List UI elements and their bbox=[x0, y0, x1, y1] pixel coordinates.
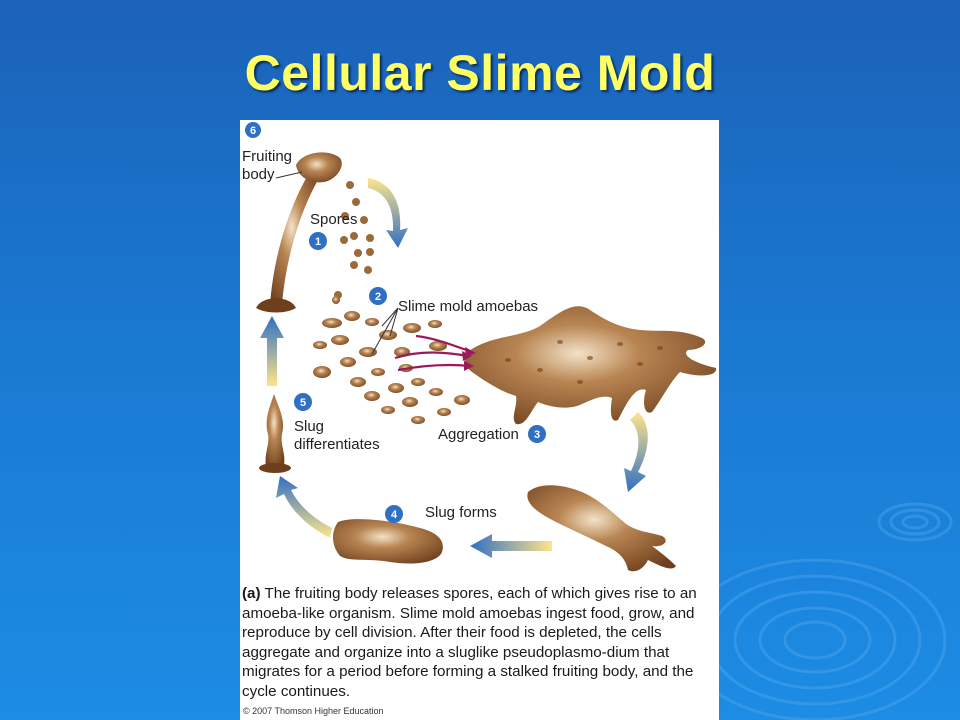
life-cycle-diagram: 6 1 2 3 4 5 bbox=[245, 122, 717, 572]
arrow-differentiate-to-fruiting bbox=[260, 316, 284, 386]
svg-text:4: 4 bbox=[391, 509, 398, 521]
slug-differentiates-shape bbox=[259, 394, 291, 473]
caption-text: The fruiting body releases spores, each … bbox=[242, 585, 697, 700]
svg-text:6: 6 bbox=[250, 125, 256, 137]
label-slug-line2: differentiates bbox=[294, 436, 380, 453]
step-badge-4: 4 bbox=[385, 505, 403, 523]
slug-forms-shape bbox=[333, 519, 443, 564]
label-fruiting-line1: Fruiting bbox=[242, 148, 293, 165]
label-slime-mold-amoebas: Slime mold amoebas bbox=[398, 298, 539, 315]
label-fruiting-line2: body bbox=[242, 166, 275, 183]
amoebas-shape bbox=[313, 296, 470, 424]
arrow-spores-to-amoebas bbox=[368, 178, 408, 248]
label-slug-line1: Slug bbox=[294, 418, 325, 435]
slide-title: Cellular Slime Mold bbox=[244, 45, 716, 101]
copyright-notice: © 2007 Thomson Higher Education bbox=[243, 706, 384, 716]
migrating-slug-shape bbox=[527, 485, 676, 572]
arrow-slug-to-differentiate bbox=[276, 476, 332, 538]
label-slug-forms: Slug forms bbox=[425, 504, 497, 521]
step-badge-6: 6 bbox=[245, 122, 261, 138]
svg-text:1: 1 bbox=[315, 236, 321, 248]
fruiting-body-shape bbox=[256, 152, 342, 313]
figure-panel: 6 1 2 3 4 5 Fruiting bbox=[240, 120, 719, 720]
label-slug-differentiates: Slug differentiates bbox=[294, 418, 380, 454]
label-spores: Spores bbox=[310, 211, 358, 228]
step-badge-3: 3 bbox=[528, 425, 546, 443]
svg-text:3: 3 bbox=[534, 429, 540, 441]
arrow-slug-migrates bbox=[470, 534, 552, 558]
svg-text:5: 5 bbox=[300, 397, 306, 409]
aggregation-shape bbox=[464, 306, 717, 425]
svg-text:2: 2 bbox=[375, 291, 381, 303]
step-badge-1: 1 bbox=[309, 232, 327, 250]
spores-shape bbox=[334, 181, 374, 299]
step-badge-5: 5 bbox=[294, 393, 312, 411]
arrow-aggregation-to-slug bbox=[624, 412, 648, 492]
label-aggregation: Aggregation bbox=[438, 426, 519, 443]
caption-tag: (a) bbox=[242, 585, 261, 602]
label-fruiting-body: Fruiting body bbox=[242, 148, 292, 184]
figure-caption: (a) The fruiting body releases spores, e… bbox=[242, 584, 716, 702]
step-badge-2: 2 bbox=[369, 287, 387, 305]
